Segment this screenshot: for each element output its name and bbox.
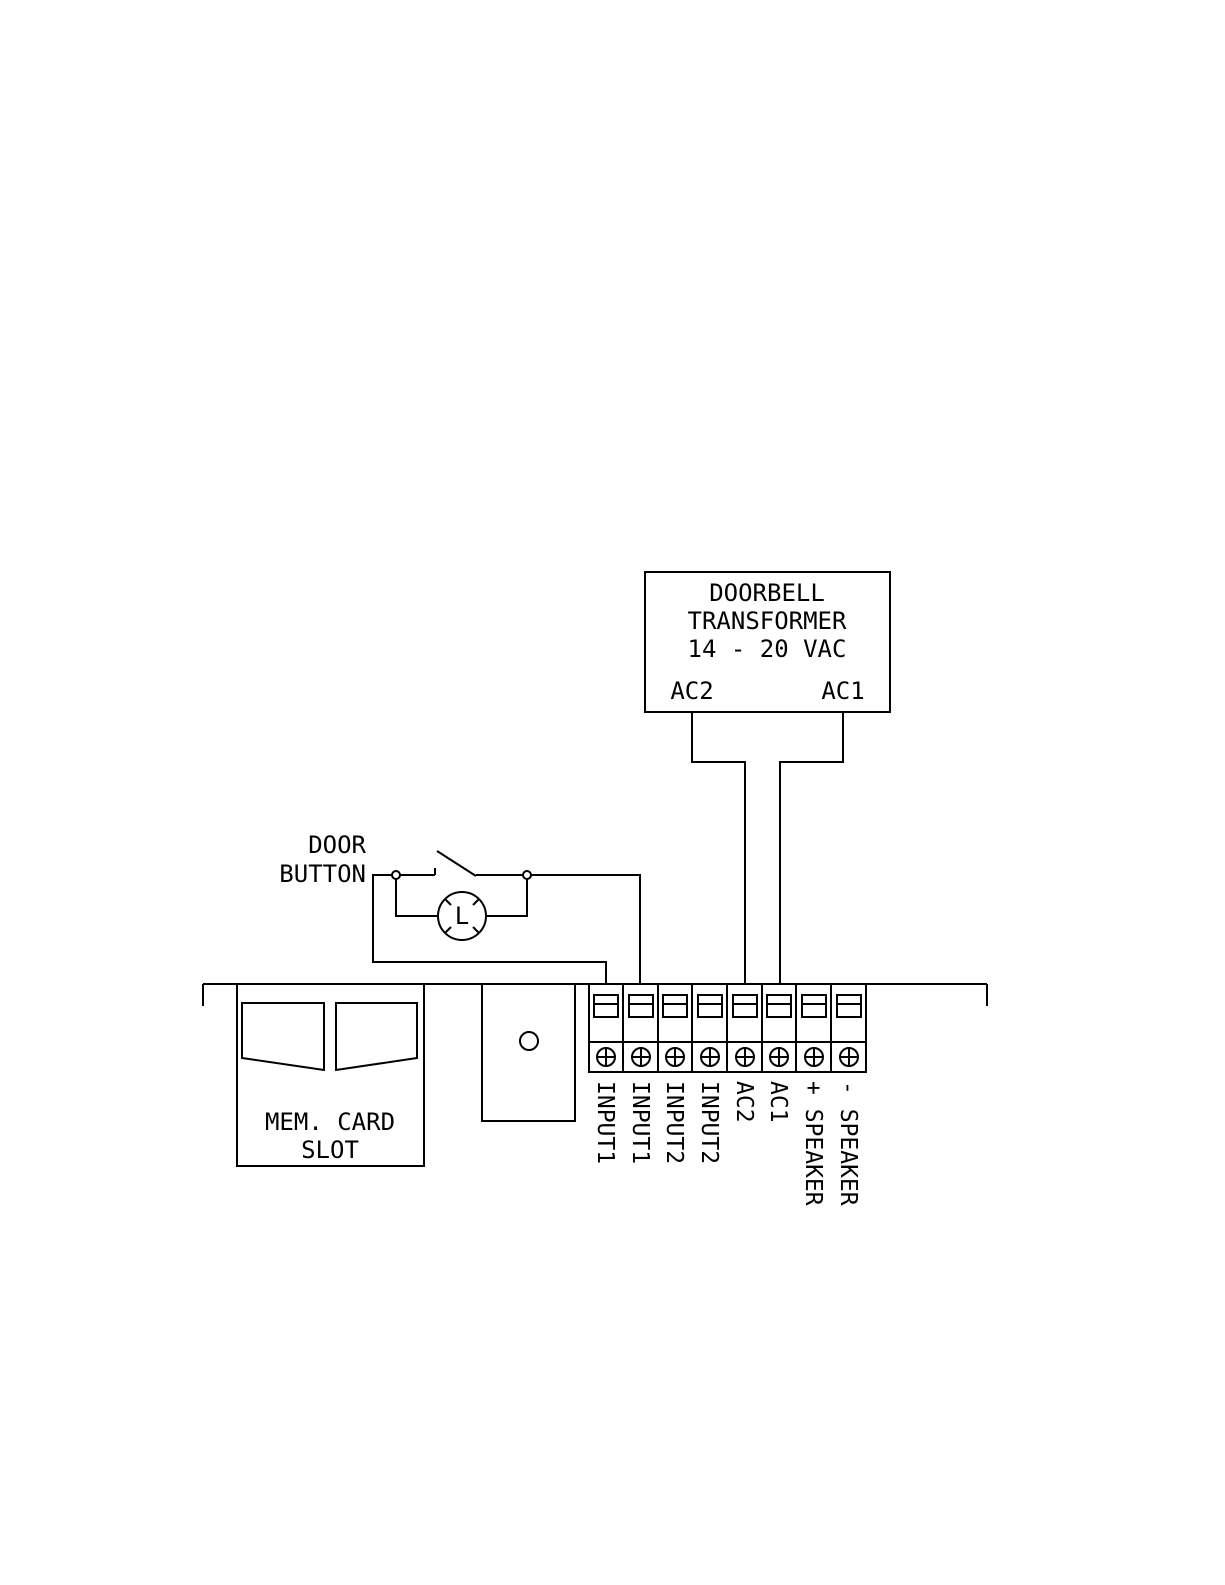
terminal-label: INPUT1 [592,1081,618,1164]
node-right [523,871,531,879]
door-button-circuit: DOOR BUTTON L [279,831,640,984]
center-component [482,984,575,1121]
transformer-title-line2: TRANSFORMER [688,607,847,635]
terminal-label: INPUT2 [661,1081,687,1164]
card-slot-label-line1: MEM. CARD [265,1108,395,1136]
terminal-label: INPUT1 [627,1081,653,1164]
transformer-ac2-label: AC2 [670,677,713,705]
component-outline [482,984,575,1121]
switch-lever [437,851,476,876]
terminal-label: - SPEAKER [835,1081,861,1206]
terminal-7[interactable]: + SPEAKER [797,984,831,1206]
terminal-block: INPUT1 INPUT1 INPUT2 [589,984,866,1206]
transformer-ac1-label: AC1 [821,677,864,705]
terminal-6[interactable]: AC1 [762,984,796,1123]
card-latch-right [336,1003,417,1070]
transformer-rating: 14 - 20 VAC [688,635,847,663]
terminal-label: INPUT2 [696,1081,722,1164]
card-latch-left [242,1003,324,1070]
ac2-wire [692,712,745,984]
terminal-label: AC2 [731,1081,757,1123]
terminal-2[interactable]: INPUT1 [624,984,658,1164]
terminal-8[interactable]: - SPEAKER [832,995,866,1206]
terminal-label: + SPEAKER [800,1081,826,1206]
input1-wire-a [373,875,606,984]
input1-wire-b [527,875,640,984]
ac1-wire [780,712,843,984]
terminal-label: AC1 [765,1081,791,1123]
doorbell-transformer: DOORBELL TRANSFORMER 14 - 20 VAC AC2 AC1 [645,572,890,712]
terminal-4[interactable]: INPUT2 [693,984,727,1164]
lamp-label: L [455,902,469,930]
door-button-label-line2: BUTTON [279,860,366,888]
terminal-3[interactable]: INPUT2 [658,984,692,1164]
node-left [392,871,400,879]
door-button-label-line1: DOOR [308,831,366,859]
card-slot-label-line2: SLOT [301,1136,359,1164]
component-hole [520,1032,538,1050]
transformer-wires [692,712,843,984]
transformer-title-line1: DOORBELL [709,579,825,607]
terminal-5[interactable]: AC2 [728,984,762,1123]
terminal-1[interactable]: INPUT1 [589,984,623,1164]
memory-card-slot: MEM. CARD SLOT [237,984,424,1166]
